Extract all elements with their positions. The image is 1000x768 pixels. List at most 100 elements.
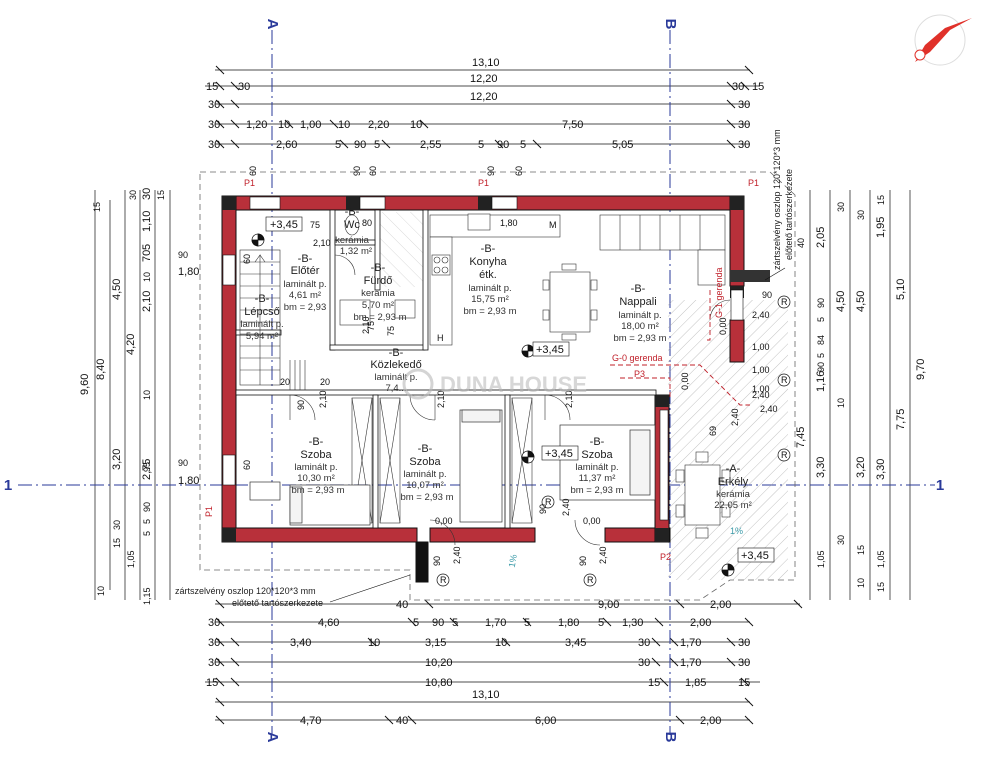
svg-text:4,60: 4,60 <box>318 617 339 629</box>
axis-label-b-bottom: B <box>662 732 679 743</box>
svg-text:60: 60 <box>242 460 252 470</box>
svg-text:30: 30 <box>208 637 220 649</box>
svg-text:60: 60 <box>514 166 524 176</box>
svg-text:15: 15 <box>648 677 660 689</box>
room-erkely: -A- Erkély kerámia 22,05 m² <box>714 463 752 511</box>
bottom-dimension-text: 40 9,00 2,00 30 4,60 5 90 5 1,70 5 1,80 … <box>206 599 750 727</box>
svg-text:60: 60 <box>368 166 378 176</box>
svg-text:15,75 m²: 15,75 m² <box>471 294 509 305</box>
svg-text:-B-: -B- <box>631 283 646 295</box>
svg-text:10: 10 <box>142 390 152 400</box>
beam-lines <box>610 290 750 406</box>
svg-text:5: 5 <box>520 139 526 151</box>
svg-text:15: 15 <box>876 195 886 205</box>
beam-g1-label: G-1 gerenda <box>714 267 724 318</box>
svg-text:30: 30 <box>208 119 220 131</box>
svg-text:laminált p.: laminált p. <box>468 283 511 294</box>
axis-label-1-right: 1 <box>936 477 944 494</box>
svg-text:bm = 2,93 m: bm = 2,93 m <box>463 306 516 317</box>
svg-text:Wc: Wc <box>344 219 360 231</box>
svg-text:10: 10 <box>495 637 507 649</box>
svg-text:5: 5 <box>816 353 826 358</box>
axis-label-a-bottom: A <box>264 732 281 743</box>
svg-text:30: 30 <box>208 657 220 669</box>
svg-text:30: 30 <box>738 657 750 669</box>
svg-text:8,40: 8,40 <box>95 359 107 380</box>
svg-text:laminált p.: laminált p. <box>240 319 283 330</box>
svg-text:3,15: 3,15 <box>425 637 446 649</box>
svg-text:laminált p.: laminált p. <box>294 462 337 473</box>
svg-text:30: 30 <box>112 520 122 530</box>
svg-text:30: 30 <box>128 190 138 200</box>
svg-text:90: 90 <box>432 617 444 629</box>
svg-text:-B-: -B- <box>371 262 386 274</box>
svg-text:3,30: 3,30 <box>875 459 887 480</box>
railing-markers <box>436 295 791 587</box>
svg-text:1,05: 1,05 <box>126 550 136 568</box>
room-lepcso: -B- Lépcső laminált p. 5,94 m² <box>240 293 283 342</box>
svg-text:22,05 m²: 22,05 m² <box>714 500 752 511</box>
balcony-floor <box>668 300 788 580</box>
sofa <box>599 214 726 286</box>
svg-text:P2: P2 <box>660 552 671 562</box>
svg-text:-B-: -B- <box>298 253 313 265</box>
railing-r2: R <box>781 375 788 385</box>
door-swings <box>289 254 731 546</box>
svg-text:2,40: 2,40 <box>760 404 778 414</box>
opening-labels: 75 80 1,80 2,10 2,10 60 60 90 2,10 2,10 … <box>242 218 778 566</box>
svg-text:1,70: 1,70 <box>680 637 701 649</box>
svg-text:2,10: 2,10 <box>361 316 371 334</box>
svg-text:5: 5 <box>142 531 152 536</box>
svg-text:7,75: 7,75 <box>895 409 907 430</box>
svg-text:laminált p.: laminált p. <box>575 462 618 473</box>
svg-text:2,40: 2,40 <box>752 310 770 320</box>
svg-text:30: 30 <box>638 637 650 649</box>
bottom-dimension-lines <box>205 603 800 721</box>
svg-text:P1: P1 <box>244 178 255 188</box>
svg-text:15: 15 <box>92 202 102 212</box>
svg-text:90: 90 <box>296 400 306 410</box>
svg-text:1,80: 1,80 <box>558 617 579 629</box>
svg-text:-B-: -B- <box>389 347 404 359</box>
svg-text:1,05: 1,05 <box>816 550 826 568</box>
svg-text:60: 60 <box>248 166 258 176</box>
balcony-table <box>675 451 731 539</box>
svg-text:10,07 m²: 10,07 m² <box>406 480 444 491</box>
svg-text:-B-: -B- <box>590 436 605 448</box>
svg-text:30: 30 <box>208 617 220 629</box>
svg-text:10: 10 <box>142 272 152 282</box>
svg-text:40: 40 <box>796 238 806 248</box>
svg-text:2,10: 2,10 <box>318 390 328 408</box>
svg-text:30: 30 <box>856 210 866 220</box>
note-column-top-2: előtető tartószerkezete <box>784 169 794 260</box>
kitchen-counter <box>429 213 561 346</box>
svg-text:Erkély: Erkély <box>718 476 749 488</box>
svg-text:40: 40 <box>396 599 408 611</box>
svg-text:Szoba: Szoba <box>409 456 441 468</box>
svg-text:90: 90 <box>178 250 188 260</box>
svg-text:2,20: 2,20 <box>368 119 389 131</box>
svg-text:5,10: 5,10 <box>895 279 907 300</box>
staircase <box>239 249 306 390</box>
svg-text:3,20: 3,20 <box>111 449 123 470</box>
svg-text:9,70: 9,70 <box>915 359 927 380</box>
svg-text:Nappali: Nappali <box>619 296 656 308</box>
svg-text:90: 90 <box>816 362 826 372</box>
watermark: DUNA HOUSE <box>402 368 587 400</box>
svg-text:80: 80 <box>362 218 372 228</box>
svg-text:2,75: 2,75 <box>141 459 153 480</box>
svg-text:-B-: -B- <box>418 443 433 455</box>
railing-r4: R <box>440 575 447 585</box>
svg-text:13,10: 13,10 <box>472 57 500 69</box>
svg-text:30: 30 <box>141 188 153 200</box>
pillar-labels: P1 P1 P1 P1 P2 P3 <box>204 178 759 562</box>
slope-2: 1% <box>730 526 743 536</box>
svg-text:2,10: 2,10 <box>141 291 153 312</box>
svg-text:5,05: 5,05 <box>612 139 633 151</box>
svg-text:1,16: 1,16 <box>815 371 827 392</box>
svg-text:10: 10 <box>278 119 290 131</box>
svg-text:5: 5 <box>478 139 484 151</box>
svg-text:15: 15 <box>876 582 886 592</box>
svg-text:-B-: -B- <box>481 243 496 255</box>
svg-text:3,20: 3,20 <box>855 457 867 478</box>
